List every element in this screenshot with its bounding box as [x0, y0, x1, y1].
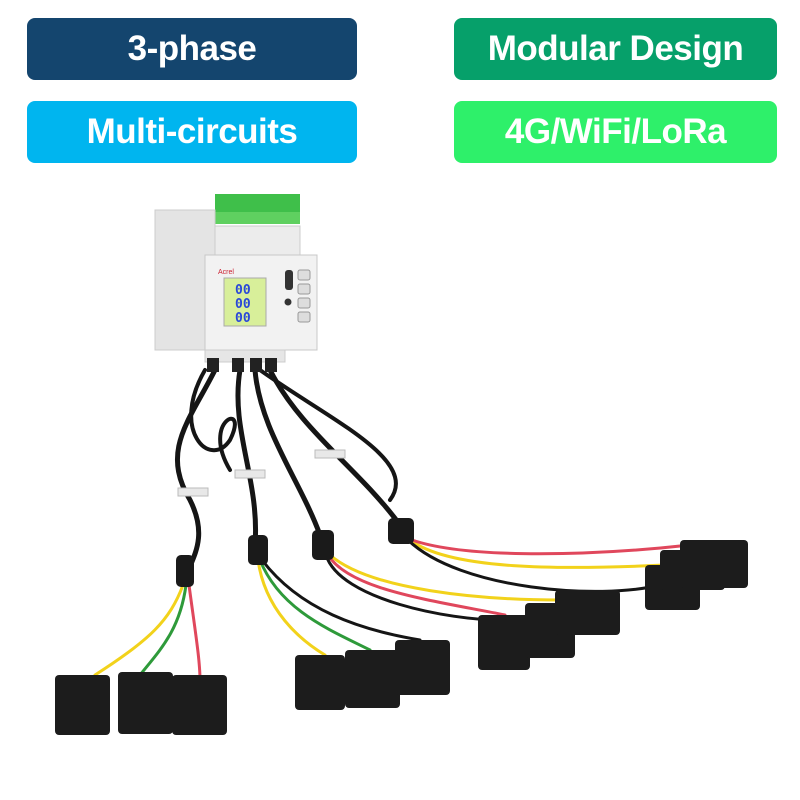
feature-badge-3-phase: 3-phase [27, 18, 357, 80]
indicator-led [284, 298, 292, 306]
brand-logo: Acrel [218, 269, 234, 276]
lead-wire [260, 558, 422, 642]
feature-badge-multi-circuits: Multi-circuits [27, 101, 357, 163]
ct-group-2 [295, 640, 450, 710]
meter-button [297, 283, 311, 295]
ct-sensors [55, 540, 748, 735]
ct-sensor [555, 590, 620, 635]
lcd-screen [223, 277, 267, 327]
cable-tie [177, 487, 209, 497]
lead-wire [328, 553, 562, 602]
lcd-line-3: 00 [235, 311, 251, 326]
terminal-block [215, 212, 300, 224]
ct-sensor [478, 615, 530, 670]
lead-wire [326, 553, 507, 617]
cable-connector [265, 358, 277, 372]
lead-wire [406, 538, 662, 593]
meter-button [297, 297, 311, 309]
cable-splitter [312, 530, 334, 560]
cable-connector [207, 358, 219, 372]
lcd-line-2: 00 [235, 297, 251, 312]
cable-loop [189, 368, 237, 472]
cable-2 [235, 367, 259, 548]
ct-sensor [295, 655, 345, 710]
cable-4 [267, 367, 403, 528]
lead-wire [408, 538, 667, 569]
cable-splitter [388, 518, 414, 544]
ct-group-3 [478, 590, 620, 670]
ct-sensor [680, 540, 748, 588]
energy-meter: Acrel 00 00 00 [154, 194, 318, 372]
ct-sensor [55, 675, 110, 735]
lead-wire [187, 583, 202, 682]
ct-sensor [345, 650, 400, 708]
ct-group-1 [55, 672, 227, 735]
ir-port [285, 270, 293, 290]
lead-wire [256, 558, 327, 657]
cable-loop [258, 368, 398, 502]
cable-tie [314, 449, 346, 459]
cable-connector [232, 358, 244, 372]
lead-wire [258, 558, 372, 652]
cable-3 [252, 367, 323, 538]
meter-button [297, 311, 311, 323]
cable-connector [250, 358, 262, 372]
ct-group-4 [645, 540, 748, 610]
lead-wire [138, 583, 188, 677]
feature-badge-connectivity: 4G/WiFi/LoRa [454, 101, 777, 163]
cable-splitter [248, 535, 268, 565]
lead-wire [93, 583, 185, 677]
cable-splitter [176, 555, 194, 587]
lead-wire [410, 538, 692, 556]
cable-1 [174, 367, 218, 583]
lcd-line-1: 00 [235, 283, 251, 298]
cable-tie [234, 469, 266, 479]
ct-sensor [118, 672, 173, 734]
ct-sensor [172, 675, 227, 735]
ct-sensor [395, 640, 450, 695]
feature-badge-modular-design: Modular Design [454, 18, 777, 80]
meter-button [297, 269, 311, 281]
